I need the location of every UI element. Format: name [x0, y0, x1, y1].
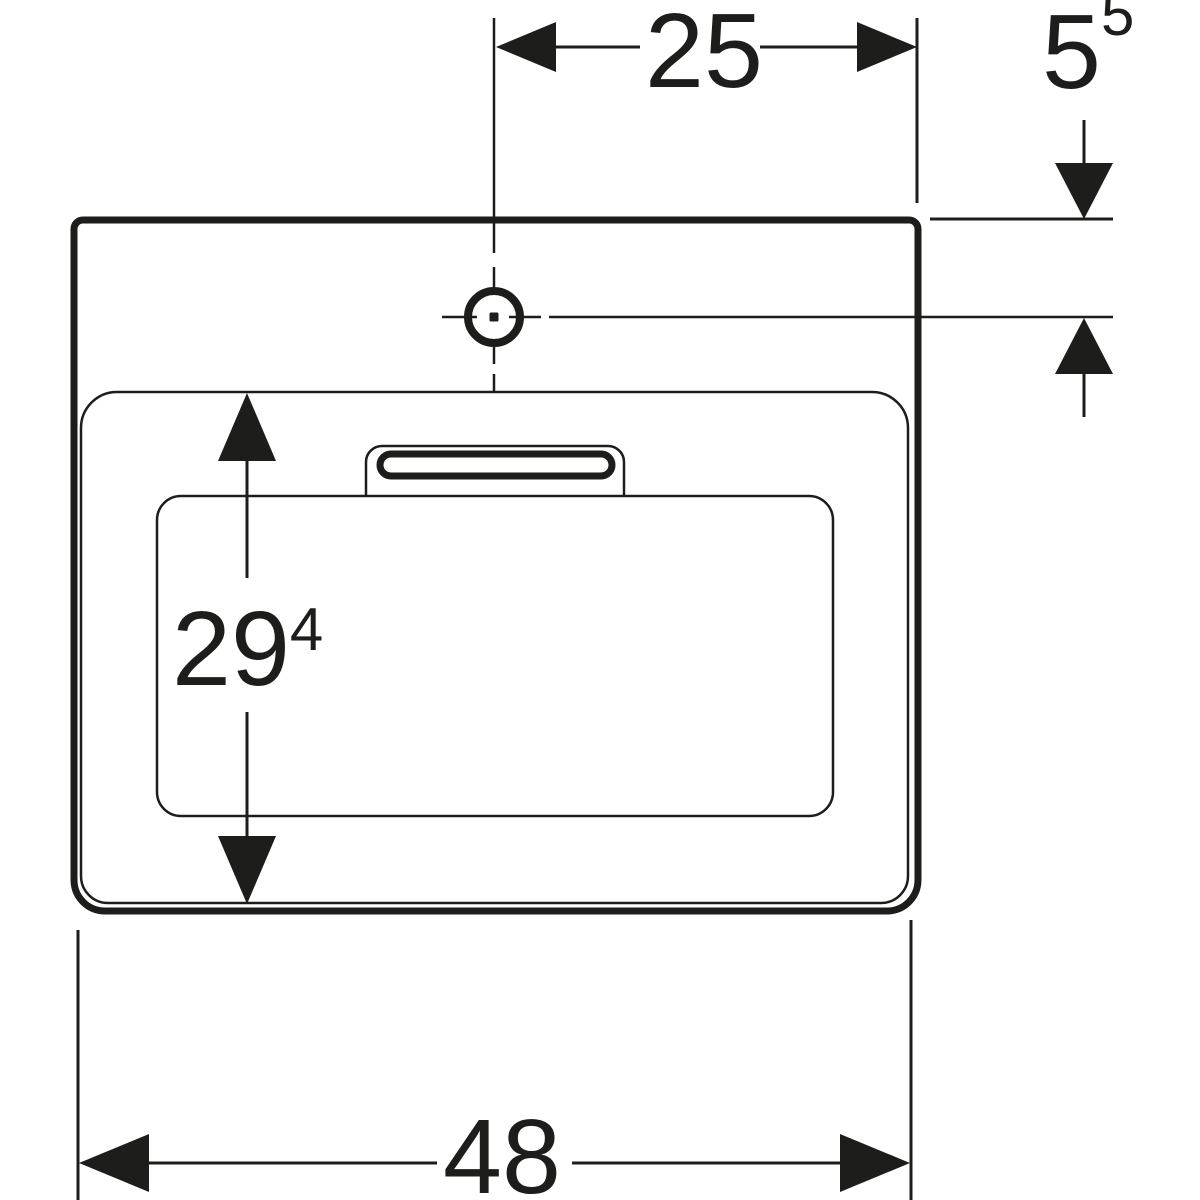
arrowhead-right-icon — [840, 1134, 910, 1192]
arrowhead-left-icon — [79, 1134, 149, 1192]
dimension-value-25: 25 — [645, 0, 763, 110]
dimension-value-48: 48 — [443, 1098, 561, 1200]
dimension-bowl-depth: 294 — [172, 393, 323, 904]
basin-inner-rim — [79, 390, 910, 905]
dimension-deck-to-hole: 55 — [930, 0, 1134, 417]
dimension-overall-width: 48 — [76, 920, 913, 1200]
tap-hole-group — [442, 18, 1113, 391]
arrowhead-right-icon — [857, 22, 917, 72]
arrowhead-left-icon — [496, 22, 556, 72]
overflow-slot — [376, 450, 616, 480]
arrowhead-down-icon — [218, 836, 276, 904]
basin-outline-group — [70, 216, 922, 915]
basin-outer-edge — [70, 216, 922, 915]
dimension-value-29-4: 294 — [172, 590, 323, 708]
dimension-tap-hole-spacing: 25 — [496, 0, 919, 203]
tap-hole-center-mark — [489, 312, 499, 322]
arrowhead-down-icon — [1055, 163, 1113, 219]
dimension-value-5-5: 55 — [1042, 0, 1134, 111]
arrowhead-up-icon — [218, 393, 276, 461]
overflow-surround — [364, 444, 626, 496]
arrowhead-up-icon — [1055, 318, 1113, 374]
basin-bowl — [155, 494, 835, 818]
